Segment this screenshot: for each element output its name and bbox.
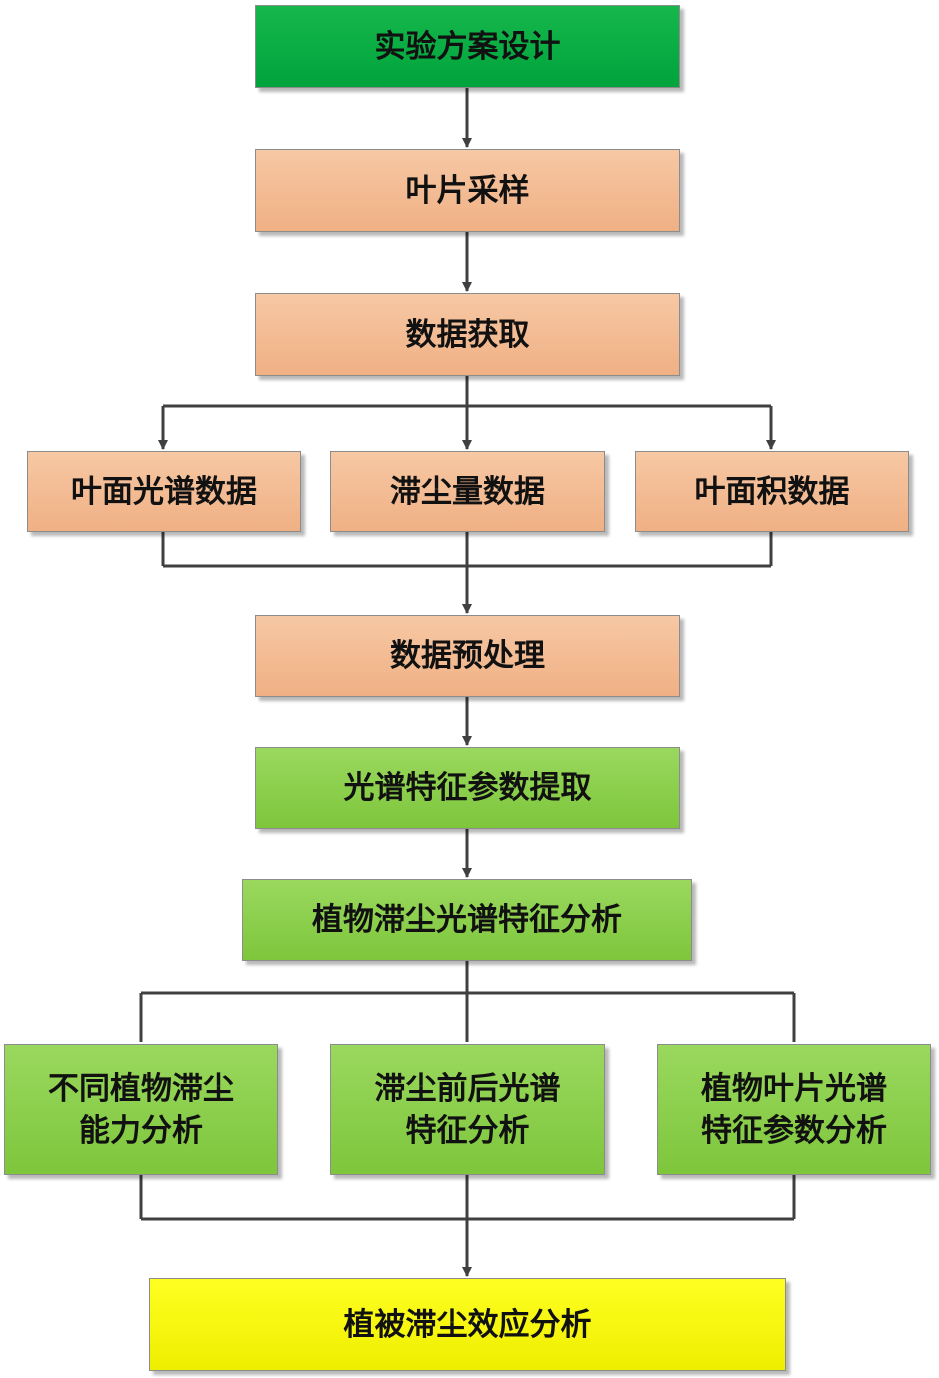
node-leaf-sampling: 叶片采样 <box>255 149 680 232</box>
node-data-acquisition-label: 数据获取 <box>405 316 530 353</box>
node-data-preprocessing-label: 数据预处理 <box>390 638 545 674</box>
node-leaf-sampling-label: 叶片采样 <box>405 172 530 209</box>
node-leaf-spectral-data-label: 叶面光谱数据 <box>71 473 257 510</box>
node-leaf-spectral-param-analysis: 植物叶片光谱 特征参数分析 <box>657 1044 931 1175</box>
node-dust-amount-data: 滞尘量数据 <box>330 451 605 532</box>
node-experiment-design: 实验方案设计 <box>255 5 680 88</box>
node-leaf-spectral-param-analysis-label: 植物叶片光谱 特征参数分析 <box>701 1070 887 1149</box>
node-experiment-design-label: 实验方案设计 <box>374 28 561 65</box>
node-leaf-area-data-label: 叶面积数据 <box>694 473 850 510</box>
node-dust-amount-data-label: 滞尘量数据 <box>390 473 545 510</box>
node-dust-spectral-analysis-label: 植物滞尘光谱特征分析 <box>312 902 622 938</box>
node-dust-capacity-analysis: 不同植物滞尘 能力分析 <box>4 1044 278 1175</box>
node-vegetation-dust-effect: 植被滞尘效应分析 <box>149 1278 786 1371</box>
node-before-after-analysis-label: 滞尘前后光谱 特征分析 <box>374 1070 561 1149</box>
node-leaf-spectral-data: 叶面光谱数据 <box>27 451 301 532</box>
node-dust-spectral-analysis: 植物滞尘光谱特征分析 <box>242 879 692 961</box>
node-vegetation-dust-effect-label: 植被滞尘效应分析 <box>343 1306 592 1343</box>
node-leaf-area-data: 叶面积数据 <box>635 451 909 532</box>
node-dust-capacity-analysis-label: 不同植物滞尘 能力分析 <box>48 1070 234 1149</box>
node-spectral-feature-extraction-label: 光谱特征参数提取 <box>343 770 592 806</box>
node-data-acquisition: 数据获取 <box>255 293 680 376</box>
node-spectral-feature-extraction: 光谱特征参数提取 <box>255 747 680 829</box>
node-before-after-analysis: 滞尘前后光谱 特征分析 <box>330 1044 605 1175</box>
node-data-preprocessing: 数据预处理 <box>255 615 680 697</box>
